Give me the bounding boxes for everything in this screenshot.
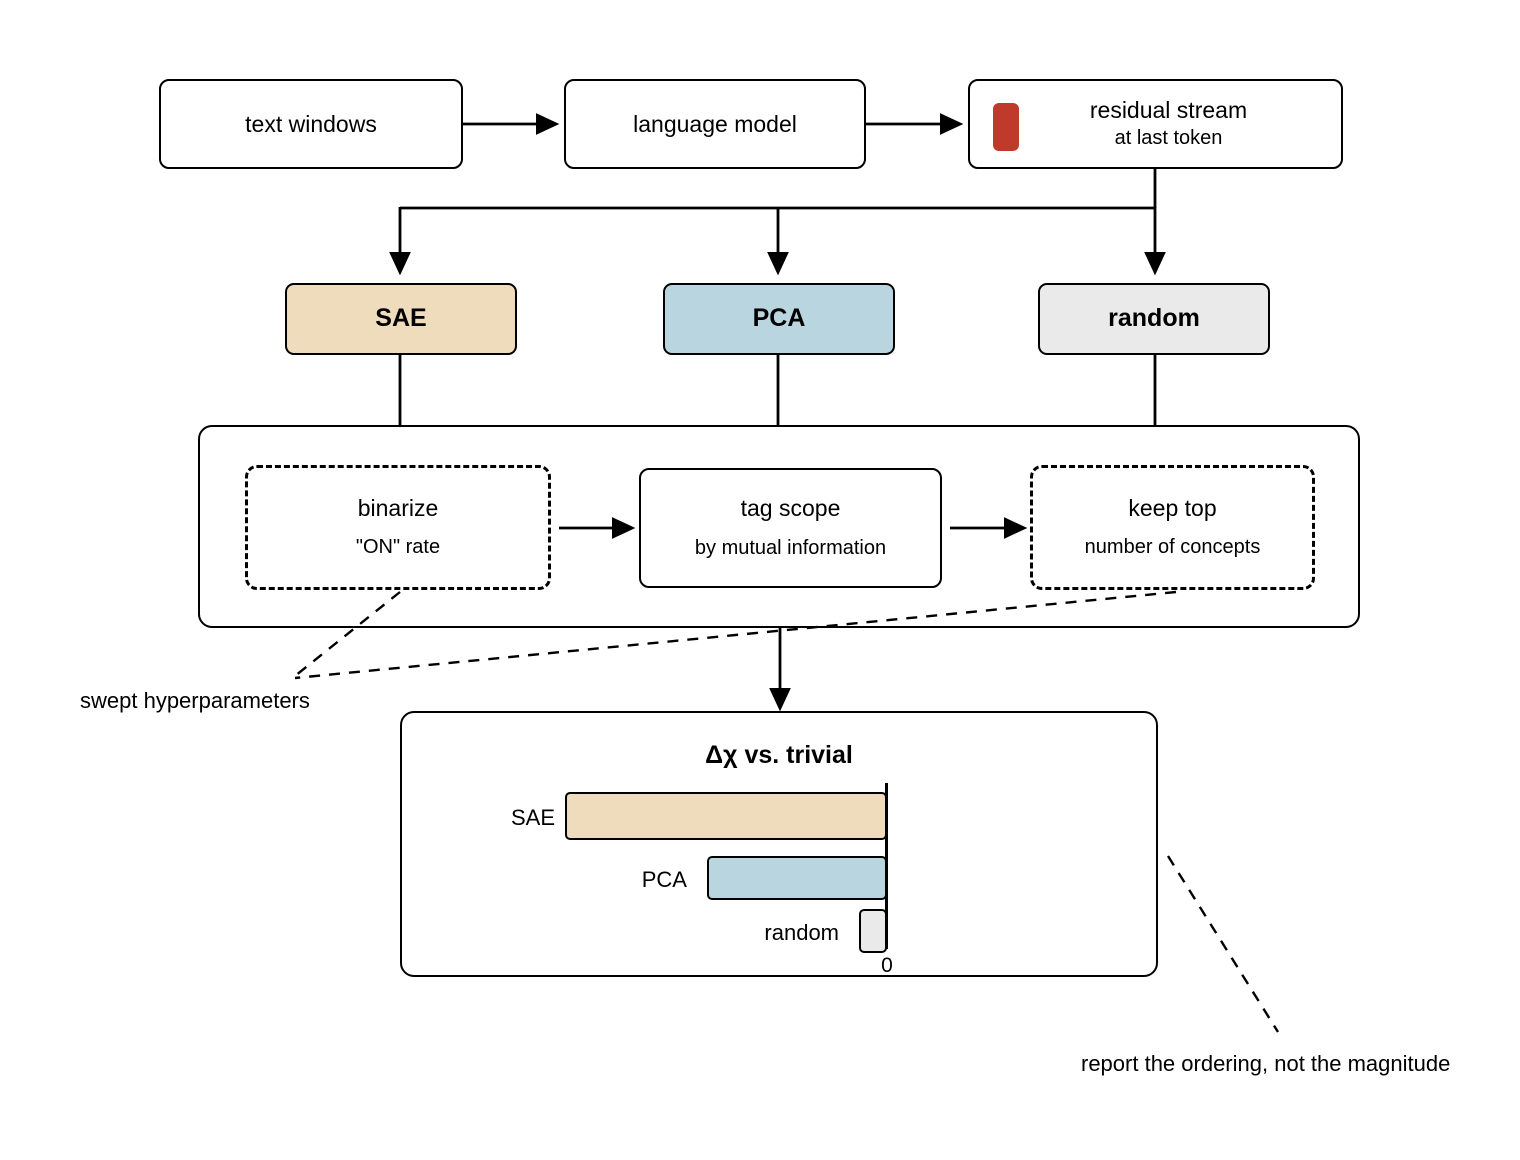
node-keep-top[interactable]: keep top number of concepts: [1030, 465, 1315, 590]
node-language-model[interactable]: language model: [564, 79, 866, 169]
chart-axis-zero-label: 0: [881, 954, 893, 977]
chart-bar-pca: [707, 856, 887, 900]
node-keep-top-sublabel: number of concepts: [1084, 536, 1261, 559]
node-text-windows[interactable]: text windows: [159, 79, 463, 169]
node-keep-top-label: keep top: [1128, 494, 1217, 521]
node-method-pca-label: PCA: [752, 304, 806, 333]
node-language-model-label: language model: [633, 110, 797, 137]
node-method-sae[interactable]: SAE: [285, 283, 517, 355]
chart-title: Δχ vs. trivial: [705, 741, 853, 769]
node-residual-stream-sublabel: at last token: [1114, 126, 1223, 149]
node-method-sae-label: SAE: [375, 304, 427, 333]
leader-chart-to-ordering-note: [1166, 855, 1280, 1033]
annotation-swept-hyperparameters: swept hyperparameters: [80, 688, 310, 713]
node-residual-stream-label: residual stream: [1089, 97, 1248, 124]
annotation-report-ordering: report the ordering, not the magnitude: [1081, 1051, 1451, 1076]
node-method-random-label: random: [1108, 304, 1200, 333]
chart-bar-label-random: random: [764, 920, 839, 945]
node-binarize-label: binarize: [357, 494, 439, 521]
node-tag-scope-sublabel: by mutual information: [694, 536, 887, 559]
node-method-pca[interactable]: PCA: [663, 283, 895, 355]
node-text-windows-label: text windows: [245, 110, 377, 137]
chart-bar-random: [859, 909, 887, 953]
pipeline-container: [198, 425, 1360, 628]
chart-panel: Δχ vs. trivial SAE PCA random 0: [400, 711, 1158, 977]
node-tag-scope[interactable]: tag scope by mutual information: [639, 468, 942, 588]
chart-bar-label-pca: PCA: [641, 867, 687, 892]
node-residual-stream[interactable]: residual stream at last token: [968, 79, 1343, 169]
residual-stream-swatch: [993, 103, 1019, 151]
chart-bar-sae: [565, 792, 887, 840]
chart-bar-label-sae: SAE: [510, 805, 555, 830]
node-method-random[interactable]: random: [1038, 283, 1270, 355]
node-binarize-sublabel: "ON" rate: [355, 536, 441, 559]
node-binarize[interactable]: binarize "ON" rate: [245, 465, 551, 590]
node-tag-scope-label: tag scope: [740, 495, 841, 522]
